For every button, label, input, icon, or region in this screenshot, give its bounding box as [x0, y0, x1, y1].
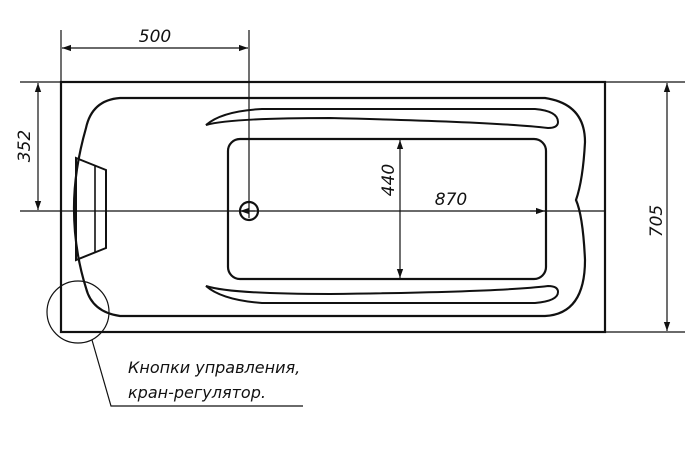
dim-440-label: 440 — [379, 164, 399, 196]
callout-line-1: Кнопки управления, — [128, 358, 300, 377]
callout-line-2: кран-регулятор. — [128, 383, 266, 402]
controls-callout-circle — [46, 280, 110, 344]
shelf-groove — [205, 108, 560, 130]
headrest — [75, 156, 107, 262]
basin-bottom — [226, 137, 548, 281]
bathtub-basin-outline — [72, 96, 587, 318]
dim-500-label: 500 — [139, 27, 171, 47]
bathtub-outer-rim — [59, 80, 607, 334]
dim-352-label: 352 — [15, 130, 35, 162]
dim-870-label: 870 — [435, 190, 467, 210]
dim-705-label: 705 — [647, 205, 667, 237]
callout-leader-line — [91, 339, 303, 407]
shelf-groove-lower — [205, 284, 560, 304]
